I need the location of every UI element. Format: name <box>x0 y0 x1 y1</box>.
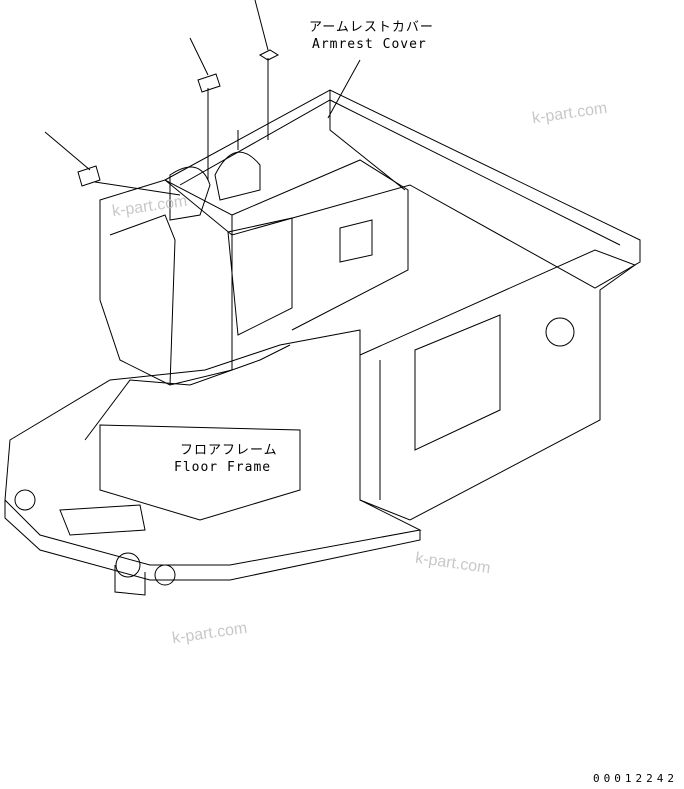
floor-frame-label-en: Floor Frame <box>174 460 272 475</box>
floor-frame-label-jp: フロアフレーム <box>180 443 278 458</box>
label-tags <box>77 49 280 187</box>
upper-frame <box>164 89 641 289</box>
right-console <box>359 249 637 521</box>
floor-plate <box>4 329 422 596</box>
armrest-cover-label-en: Armrest Cover <box>312 37 427 52</box>
rear-panel <box>231 159 409 331</box>
drawing-number: 00012242 <box>593 772 678 785</box>
armrest-cover-label-jp: アームレストカバー <box>309 20 434 35</box>
left-console <box>99 130 293 386</box>
